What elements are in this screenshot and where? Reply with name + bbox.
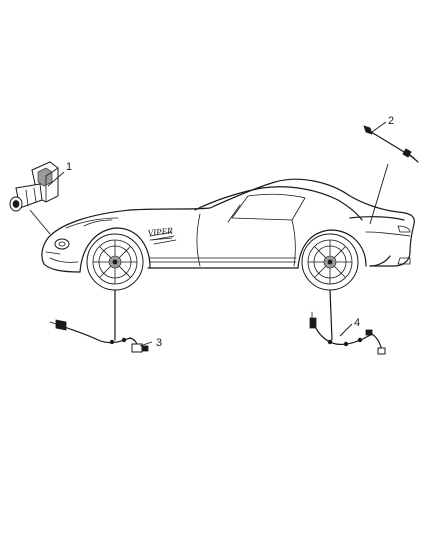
callout-4: 4: [354, 317, 360, 329]
car-illustration: VIPER: [41, 178, 415, 291]
part-3-harness: [49, 289, 149, 353]
viper-emblem-text: VIPER: [147, 225, 173, 238]
part-1-sensor: [9, 161, 59, 212]
callout-2: 2: [388, 115, 394, 127]
part-2-cable: [363, 125, 419, 163]
part-4-harness: [309, 289, 386, 355]
callout-3: 3: [156, 337, 162, 349]
callout-1: 1: [66, 161, 72, 173]
leader-lines: [29, 121, 389, 347]
